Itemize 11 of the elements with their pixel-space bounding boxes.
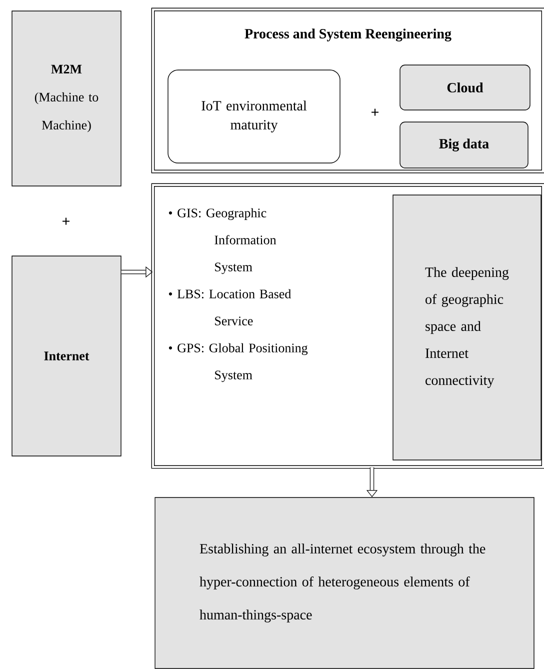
plus-sign: +	[62, 218, 70, 225]
side-box: Internet	[12, 256, 122, 456]
plus-sign: +	[372, 108, 378, 116]
rounded-box: Cloud	[400, 64, 530, 110]
bullet-list: • GIS: Geographic Information System • LBS: Location Based Service • GPS: Global Positioning System	[168, 208, 308, 382]
box-title: Process and System Reengineering	[244, 28, 452, 42]
side-box: M2M (Machine to Machine)	[12, 10, 122, 186]
side-box: The deepening of geographic space and Internet connectivity	[392, 194, 542, 460]
rounded-box: IoT environmental maturity	[168, 70, 340, 164]
result-box: Establishing an all-internet ecosystem through the hyper-connection of heterogeneous elements of human-things-space	[154, 497, 534, 669]
rounded-box: Big data	[400, 122, 528, 168]
